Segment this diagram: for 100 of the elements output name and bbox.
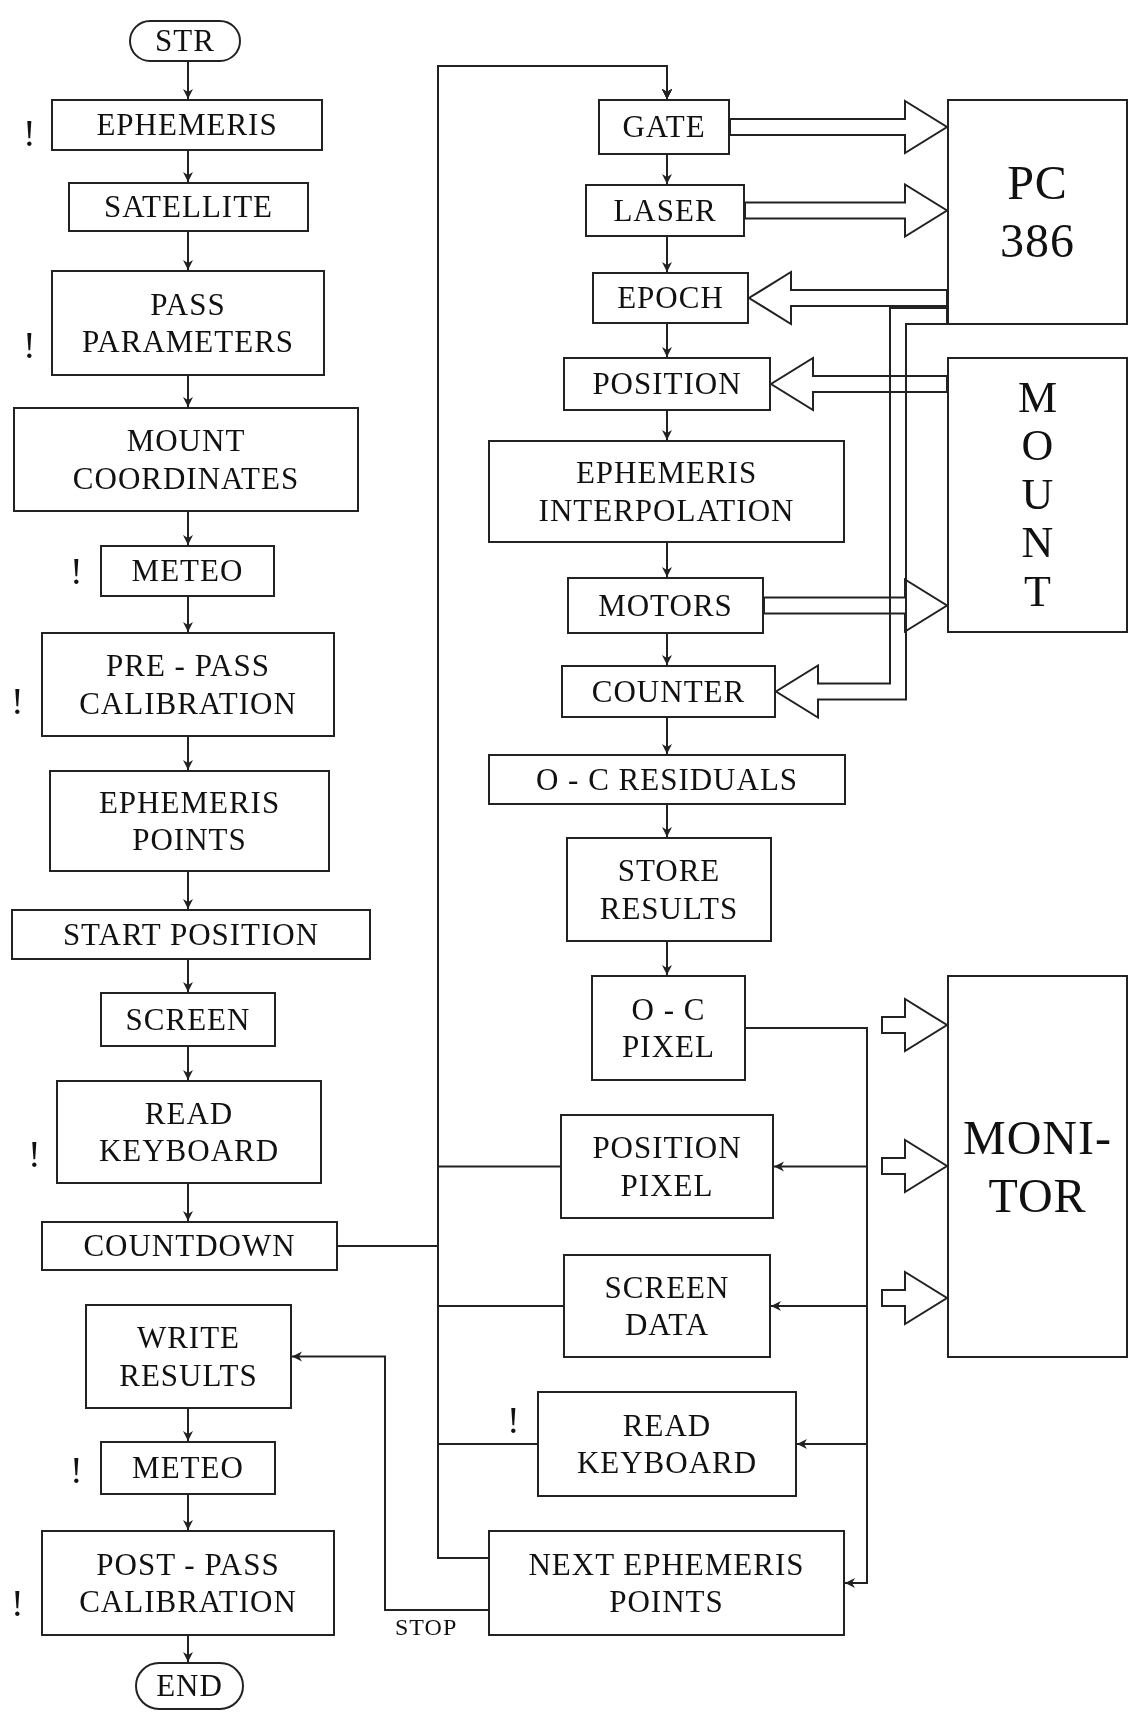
node-label: EPHEMERIS POINTS <box>97 783 282 859</box>
node-label: POSITION <box>592 365 742 403</box>
process-box <box>566 837 772 942</box>
arrow <box>183 511 193 546</box>
process-box <box>41 1221 338 1271</box>
arrow <box>183 1494 193 1531</box>
node-label: READ KEYBOARD <box>97 1094 281 1170</box>
process-box <box>100 545 275 597</box>
device-box <box>947 99 1128 325</box>
node-label: STORE RESULTS <box>598 852 740 927</box>
arrow <box>183 1635 193 1663</box>
arrow <box>662 323 672 358</box>
arrow <box>183 231 193 271</box>
block-arrow <box>744 182 949 239</box>
arrow <box>662 804 672 838</box>
node-label: MOTORS <box>598 586 733 625</box>
arrow <box>183 61 193 100</box>
node-label: READ KEYBOARD <box>575 1406 759 1482</box>
device-box <box>947 357 1128 633</box>
arrow <box>662 410 672 441</box>
process-box <box>591 975 746 1081</box>
process-box <box>100 1441 276 1495</box>
node-label: LASER <box>613 191 717 230</box>
arrow <box>183 736 193 771</box>
process-box <box>561 665 776 718</box>
arrow <box>183 871 193 910</box>
node-label: EPHEMERIS INTERPOLATION <box>537 454 796 529</box>
arrow <box>183 375 193 408</box>
process-box <box>560 1114 774 1219</box>
arrow <box>183 959 193 993</box>
node-label: SCREEN DATA <box>603 1268 731 1344</box>
node-label: MOUNT <box>1016 374 1059 616</box>
process-box <box>49 770 330 872</box>
process-box <box>585 184 745 237</box>
exclamation-mark: ! <box>507 1401 520 1439</box>
exclamation-mark: ! <box>11 1584 24 1622</box>
arrow <box>183 1408 193 1442</box>
exclamation-mark: ! <box>28 1135 41 1173</box>
node-label: EPOCH <box>617 279 724 317</box>
arrow <box>662 236 672 273</box>
node-label: COUNTDOWN <box>83 1227 296 1265</box>
device-box <box>947 975 1128 1358</box>
node-label: SATELLITE <box>103 188 274 226</box>
node-label: NEXT EPHEMERIS POINTS <box>527 1545 806 1621</box>
node-label: GATE <box>622 108 706 146</box>
process-box <box>563 357 771 411</box>
arrow <box>662 154 672 185</box>
node-label: METEO <box>131 552 244 590</box>
node-label: O - C PIXEL <box>621 990 716 1066</box>
block-arrow <box>763 577 949 634</box>
block-arrow <box>747 270 948 326</box>
node-label: POST - PASS CALIBRATION <box>78 1545 298 1621</box>
node-label: COUNTER <box>591 672 746 711</box>
arrow <box>183 1183 193 1222</box>
node-label: SCREEN <box>125 1000 251 1039</box>
node-label: WRITE RESULTS <box>118 1319 259 1394</box>
exclamation-mark: ! <box>23 326 36 364</box>
block-arrow <box>729 99 949 155</box>
arrow <box>183 1046 193 1081</box>
arrow <box>183 596 193 633</box>
exclamation-mark: ! <box>23 114 36 152</box>
node-label: END <box>156 1667 223 1705</box>
exclamation-mark: ! <box>70 552 83 590</box>
process-box <box>51 99 323 151</box>
arrow <box>662 542 672 578</box>
node-label: POSITION PIXEL <box>591 1129 743 1204</box>
arrow <box>662 941 672 976</box>
arrow <box>183 150 193 183</box>
terminal-capsule <box>129 20 241 62</box>
block-arrow <box>881 1138 949 1194</box>
node-label: PASS PARAMETERS <box>80 285 296 361</box>
block-arrow <box>881 1270 949 1326</box>
process-box <box>100 992 276 1047</box>
process-box <box>41 1530 335 1636</box>
process-box <box>85 1304 292 1409</box>
process-box <box>51 270 325 376</box>
node-label: PC 386 <box>999 155 1076 269</box>
exclamation-mark: ! <box>11 681 24 720</box>
process-box <box>537 1391 797 1497</box>
node-label: PRE - PASS CALIBRATION <box>78 647 298 722</box>
node-label: METEO <box>132 1449 244 1487</box>
process-box <box>488 440 845 543</box>
process-box <box>488 1530 845 1636</box>
process-box <box>41 632 335 737</box>
node-label: EPHEMERIS <box>96 106 278 144</box>
process-box <box>13 407 359 512</box>
process-box <box>567 577 764 634</box>
arrow <box>662 633 672 666</box>
process-box <box>488 754 846 805</box>
process-box <box>68 182 309 232</box>
block-arrow <box>769 356 948 412</box>
process-box <box>563 1254 771 1358</box>
process-box <box>11 909 371 960</box>
node-label: MONI- TOR <box>962 1109 1113 1224</box>
node-label: STR <box>155 22 215 60</box>
block-arrow <box>774 307 948 720</box>
block-arrow <box>881 997 949 1053</box>
process-box <box>598 99 730 155</box>
arrow <box>662 717 672 755</box>
node-label: O - C RESIDUALS <box>535 760 799 799</box>
